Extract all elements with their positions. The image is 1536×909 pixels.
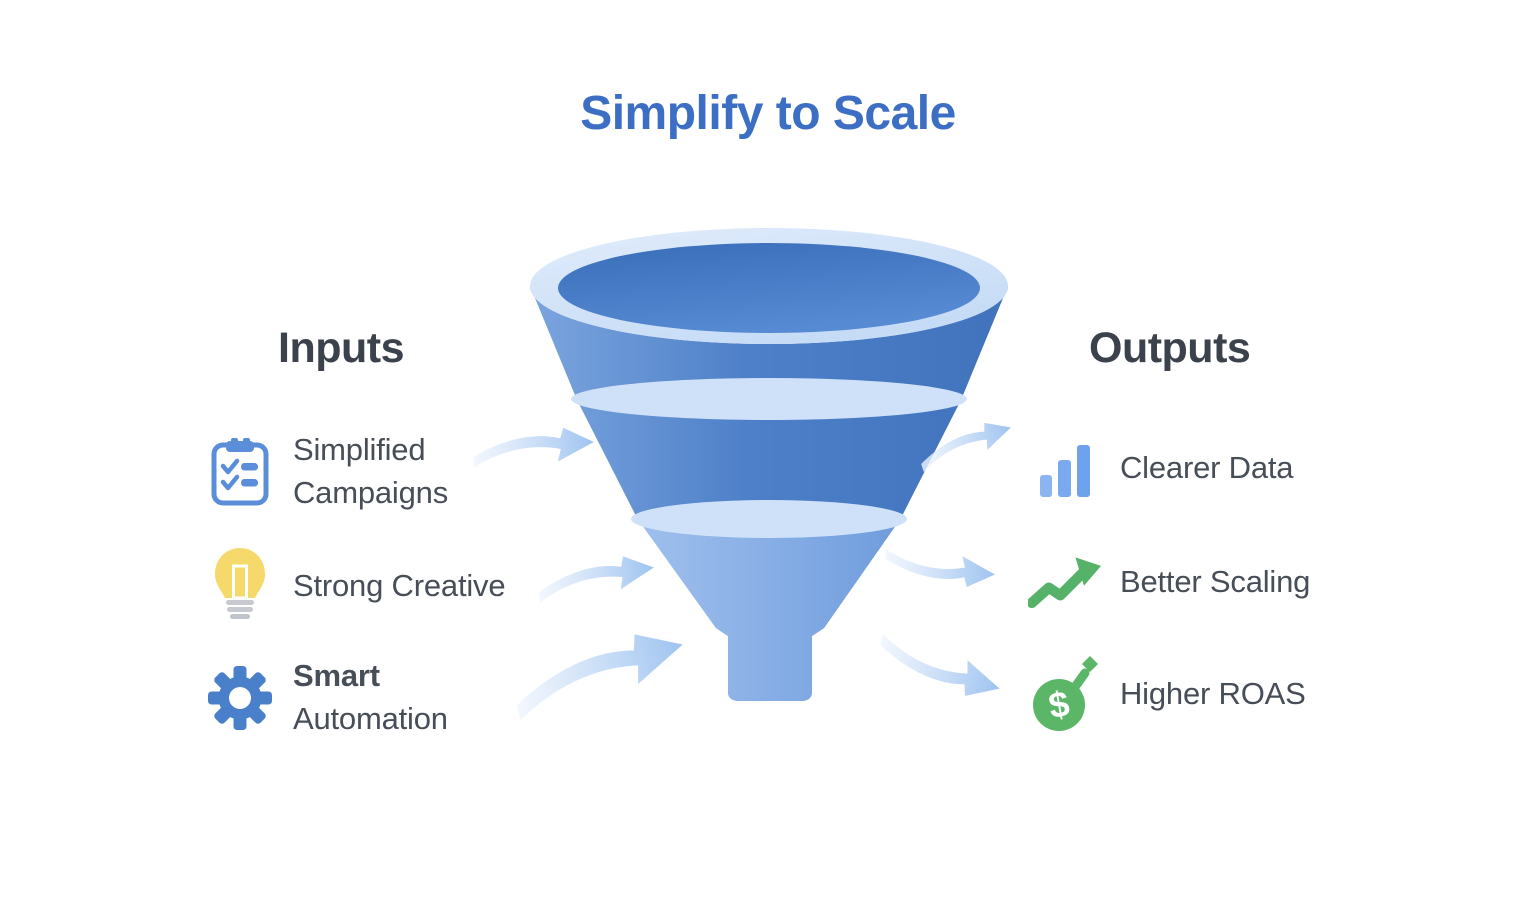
input-arrow-3 <box>506 622 691 721</box>
output-item-label: Higher ROAS <box>1120 675 1306 711</box>
input-item-simplified-campaigns: Simplified Campaigns <box>205 424 498 520</box>
lightbulb-icon <box>215 548 265 619</box>
input-item-smart-automation: Smart Automation <box>205 650 448 746</box>
input-item-label: Smart Automation <box>293 658 448 736</box>
funnel-band-upper <box>571 378 967 420</box>
inputs-heading: Inputs <box>278 324 404 372</box>
input-item-label: Strong Creative <box>293 567 506 603</box>
output-arrow-3 <box>872 634 1006 705</box>
funnel-lower-cone <box>637 518 901 701</box>
bar-chart-icon <box>1040 445 1090 497</box>
output-item-better-scaling: Better Scaling <box>1028 534 1310 630</box>
input-item-label: Simplified Campaigns <box>293 432 449 510</box>
output-arrow-2 <box>883 549 997 589</box>
clipboard-checklist-icon <box>211 438 269 506</box>
dollar-coin-icon: $ <box>1033 656 1098 731</box>
input-arrow-2 <box>535 552 657 603</box>
funnel-opening <box>558 243 980 333</box>
trend-up-arrow-icon <box>1028 557 1102 609</box>
outputs-heading: Outputs <box>1089 324 1251 372</box>
page-title: Simplify to Scale <box>580 87 956 140</box>
funnel-icon <box>530 228 1008 701</box>
output-item-label: Clearer Data <box>1120 449 1294 485</box>
output-item-label: Better Scaling <box>1120 563 1311 599</box>
output-item-higher-roas: $ Higher ROAS <box>1028 646 1306 742</box>
input-item-strong-creative: Strong Creative <box>205 538 506 634</box>
funnel-band-lower <box>631 500 907 538</box>
gear-icon <box>208 666 272 730</box>
output-item-clearer-data: Clearer Data <box>1028 420 1294 516</box>
